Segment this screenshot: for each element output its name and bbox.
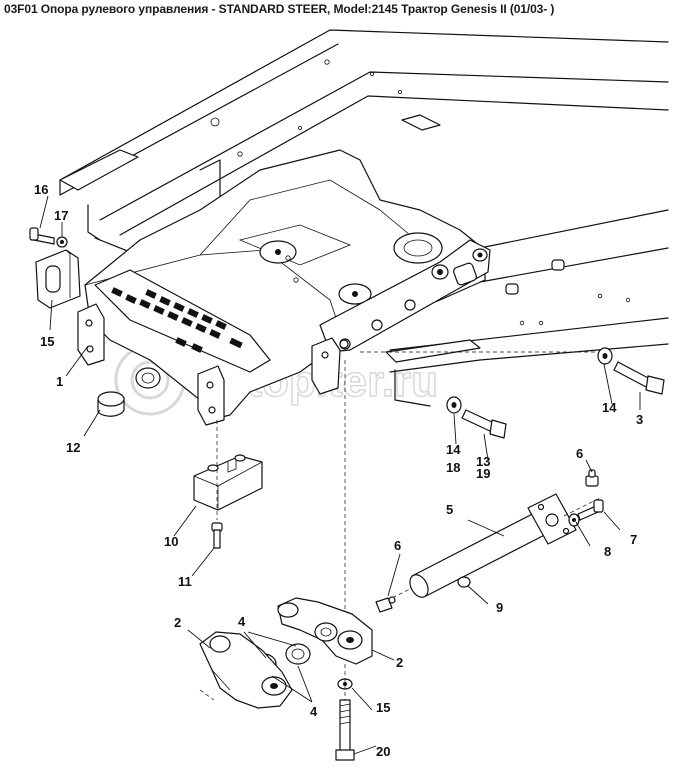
callout-14-lower: 14 <box>446 442 461 457</box>
callout-13: 13 <box>476 454 490 469</box>
callout-3: 3 <box>636 412 643 427</box>
callout-1: 1 <box>56 374 63 389</box>
tube-5 <box>379 493 601 605</box>
bolt-11 <box>211 522 223 549</box>
callout-4-upper: 4 <box>238 614 246 629</box>
bolt-16 <box>29 227 55 245</box>
callout-11: 11 <box>178 574 192 589</box>
callout-5: 5 <box>446 502 453 517</box>
callout-15-upper: 15 <box>40 334 54 349</box>
grease-fitting-6-upper <box>585 469 599 487</box>
callout-7: 7 <box>630 532 637 547</box>
callout-6-lower: 6 <box>394 538 401 553</box>
fitting-9 <box>457 576 471 588</box>
callout-6-upper: 6 <box>576 446 583 461</box>
callout-19: 19 <box>476 466 490 481</box>
washer-14-lower <box>446 396 462 414</box>
plate-15 <box>35 249 81 309</box>
washer-14-upper <box>597 347 613 365</box>
plug-12 <box>97 391 125 417</box>
callout-2-left: 2 <box>174 615 181 630</box>
grease-fitting-6-lower <box>375 596 396 613</box>
block-10 <box>193 454 263 511</box>
callout-17: 17 <box>54 208 68 223</box>
steering-arm-2-right <box>277 597 373 665</box>
steering-support-casting <box>77 149 491 426</box>
bolt-3 <box>613 361 665 395</box>
callout-2-right: 2 <box>396 655 403 670</box>
callout-9: 9 <box>496 600 503 615</box>
callout-8: 8 <box>604 544 611 559</box>
leader-lines <box>39 195 641 755</box>
callout-labels: 1 2 2 3 4 4 5 6 6 7 8 9 10 11 12 13 14 1… <box>34 182 643 759</box>
callout-14-upper: 14 <box>602 400 617 415</box>
callout-4-lower: 4 <box>310 704 318 719</box>
callout-18: 18 <box>446 460 460 475</box>
front-face-slots <box>111 287 243 353</box>
frame-rail-upper <box>59 29 669 257</box>
steering-arm-2-left <box>199 631 293 709</box>
callout-16: 16 <box>34 182 48 197</box>
bolt-7 <box>577 499 604 521</box>
bolt-20 <box>335 699 355 761</box>
bolt-13 <box>461 409 507 439</box>
callout-10: 10 <box>164 534 178 549</box>
callout-20: 20 <box>376 744 390 759</box>
callout-15-lower: 15 <box>376 700 390 715</box>
washer-15-lower <box>337 678 353 690</box>
diagram-title: 03F01 Опора рулевого управления - STANDA… <box>4 2 555 16</box>
frame-rail-lower <box>385 209 669 407</box>
washer-17 <box>56 236 68 248</box>
callout-12: 12 <box>66 440 80 455</box>
